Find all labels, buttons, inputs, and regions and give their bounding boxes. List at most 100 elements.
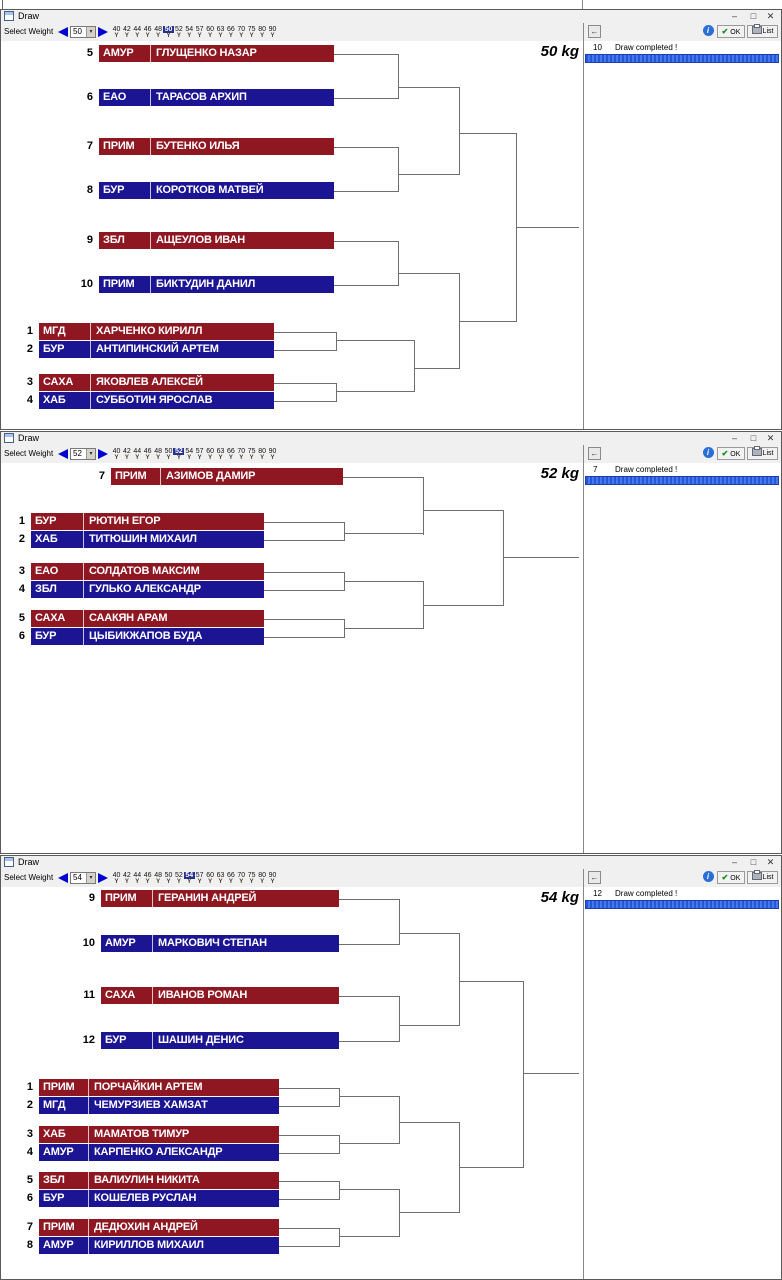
previous-weight-arrow[interactable] [58,873,68,883]
ok-button[interactable]: ✔ OK [717,25,745,38]
seed-number: 1 [18,515,25,527]
next-weight-arrow[interactable] [98,449,108,459]
weight-drawn-mark: Y [239,455,244,461]
weight-combobox[interactable]: 50 ▾ [70,26,96,38]
bracket-line [344,533,423,534]
bracket-line [279,1181,339,1182]
info-button[interactable]: i [701,447,715,460]
info-button[interactable]: i [701,25,715,38]
weight-strip-number: 52 [174,26,183,33]
weight-combobox[interactable]: 52 ▾ [70,448,96,460]
entrant-name: ГУЛЬКО АЛЕКСАНДР [89,583,201,595]
list-button[interactable]: List [747,24,778,38]
list-button-label: List [762,450,774,457]
next-weight-arrow[interactable] [98,27,108,37]
seed-number: 1 [26,325,33,337]
combobox-dropdown-icon[interactable]: ▾ [86,27,95,37]
bracket-line [339,1189,399,1190]
weight-drawn-mark: Y [187,879,192,885]
region-code: САХА [31,610,84,627]
panel-back-button[interactable]: ← [588,871,601,884]
status-panel: 7 Draw completed ! [584,463,781,853]
selected-row-highlight[interactable] [585,900,779,909]
selected-row-highlight[interactable] [585,476,779,485]
list-button-label: List [762,28,774,35]
bracket-line [274,383,336,384]
panel-back-button[interactable]: ← [588,25,601,38]
close-button[interactable]: ✕ [766,433,775,443]
ok-button[interactable]: ✔ OK [717,447,745,460]
region-code: ПРИМ [39,1219,89,1236]
weight-drawn-mark: Y [166,33,171,39]
panel-back-button[interactable]: ← [588,447,601,460]
list-button[interactable]: List [747,870,778,884]
list-button[interactable]: List [747,446,778,460]
combobox-dropdown-icon[interactable]: ▾ [86,449,95,459]
bracket-line [264,522,344,523]
previous-weight-arrow[interactable] [58,449,68,459]
combobox-dropdown-icon[interactable]: ▾ [86,873,95,883]
weight-strip-number: 80 [258,448,266,455]
bracket-line [503,510,504,606]
maximize-button[interactable]: □ [750,11,757,21]
bracket-line [274,401,336,402]
bracket-line [398,147,399,192]
weight-strip-number: 63 [216,26,225,33]
bracket-line [339,1088,340,1107]
entrant-name: ДЕДЮХИН АНДРЕЙ [94,1221,198,1233]
previous-weight-arrow[interactable] [58,27,68,37]
weight-drawn-mark: Y [176,455,181,461]
minimize-button[interactable]: – [731,857,737,867]
selected-row-highlight[interactable] [585,54,779,63]
bracket-line [414,368,459,369]
seed-number: 2 [18,533,25,545]
minimize-button[interactable]: – [731,11,737,21]
app-icon [4,11,14,21]
next-weight-arrow[interactable] [98,873,108,883]
weight-strip-number: 42 [122,448,131,455]
weight-drawn-mark: Y [114,879,119,885]
weight-combobox[interactable]: 54 ▾ [70,872,96,884]
bracket-line [344,581,423,582]
maximize-button[interactable]: □ [750,433,757,443]
info-button[interactable]: i [701,871,715,884]
maximize-button[interactable]: □ [750,857,757,867]
entrant-bar[interactable]: ПРИМ ДЕДЮХИН АНДРЕЙ [39,1219,279,1236]
minimize-button[interactable]: – [731,433,737,443]
entrant-name: КАРПЕНКО АЛЕКСАНДР [94,1146,223,1158]
ok-button[interactable]: ✔ OK [717,871,745,884]
seed-number: 7 [26,1221,33,1233]
bracket-line [339,1096,399,1097]
close-button[interactable]: ✕ [766,857,775,867]
close-button[interactable]: ✕ [766,11,775,21]
